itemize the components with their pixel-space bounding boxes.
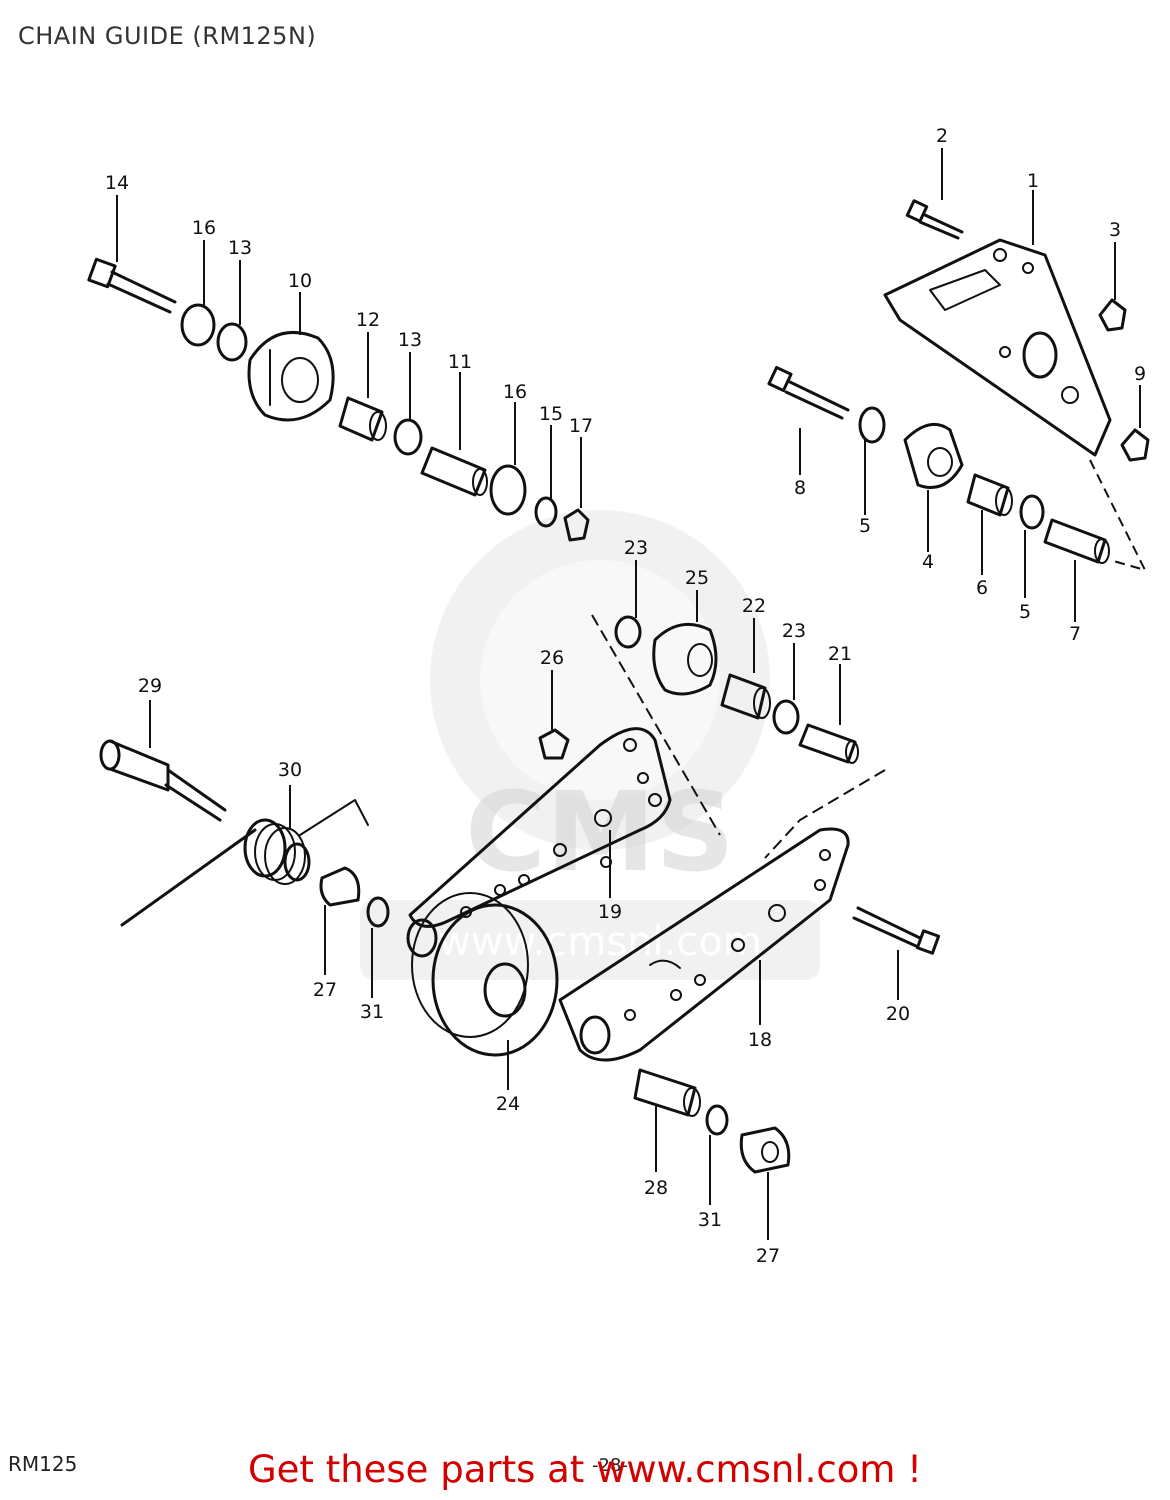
watermark-text: CMS <box>465 768 734 896</box>
callout-31b: 31 <box>698 1209 722 1231</box>
callout-31a: 31 <box>360 1001 384 1023</box>
model-code: RM125 <box>8 1452 78 1476</box>
part-bearing-13a <box>216 322 248 362</box>
callout-25: 25 <box>685 567 709 589</box>
callout-13b: 13 <box>398 329 422 351</box>
diagram-title: CHAIN GUIDE (RM125N) <box>18 22 317 50</box>
callout-27a: 27 <box>313 979 337 1001</box>
part-bolt-8 <box>767 365 850 420</box>
callout-5a: 5 <box>859 515 871 537</box>
part-ring-31a <box>366 896 390 928</box>
leader-dashed-upper-right <box>1089 459 1147 572</box>
callout-17: 17 <box>569 415 593 437</box>
part-spacer-21 <box>798 723 859 764</box>
callout-24: 24 <box>496 1093 520 1115</box>
part-washer-5a <box>858 406 886 444</box>
callout-3: 3 <box>1109 219 1121 241</box>
part-collar-12 <box>338 396 387 442</box>
part-bearing-23b <box>772 699 800 735</box>
part-roller-10 <box>247 330 335 422</box>
callout-30: 30 <box>278 759 302 781</box>
callout-7: 7 <box>1069 623 1081 645</box>
callout-16b: 16 <box>503 381 527 403</box>
callout-12: 12 <box>356 309 380 331</box>
part-washer-5b <box>1019 494 1045 530</box>
callout-leaders <box>116 148 1141 1240</box>
callout-16a: 16 <box>192 217 216 239</box>
callout-23b: 23 <box>782 620 806 642</box>
part-collar-6 <box>966 473 1013 517</box>
leader-dashed-middle <box>591 614 721 836</box>
callout-15: 15 <box>539 403 563 425</box>
callout-19: 19 <box>598 901 622 923</box>
part-arm-18 <box>558 827 850 1062</box>
callout-20: 20 <box>886 1003 910 1025</box>
callout-13a: 13 <box>228 237 252 259</box>
callout-labels: 1 2 3 4 5 5 6 7 8 9 10 11 12 13 13 14 15… <box>105 125 1146 1267</box>
callout-27b: 27 <box>756 1245 780 1267</box>
callout-10: 10 <box>288 270 312 292</box>
part-bolt-2 <box>905 199 964 240</box>
callout-21: 21 <box>828 643 852 665</box>
callout-1: 1 <box>1027 170 1039 192</box>
callout-2: 2 <box>936 125 948 147</box>
callout-23a: 23 <box>624 537 648 559</box>
callout-4: 4 <box>922 551 934 573</box>
part-ring-31b <box>705 1104 729 1136</box>
part-collar-27b <box>739 1126 791 1174</box>
part-spacer-7 <box>1043 518 1110 564</box>
part-bolt-14 <box>87 257 177 314</box>
part-washer-16a <box>180 303 216 347</box>
callout-29: 29 <box>138 675 162 697</box>
callout-22: 22 <box>742 595 766 617</box>
part-nut-9 <box>1120 428 1150 462</box>
part-bracket <box>883 238 1112 457</box>
callout-14: 14 <box>105 172 129 194</box>
part-arm-19 <box>406 727 672 958</box>
callout-9: 9 <box>1134 363 1146 385</box>
callout-6: 6 <box>976 577 988 599</box>
part-nut-17 <box>563 508 590 542</box>
part-collar-22 <box>720 673 771 720</box>
part-bearing-13b <box>393 418 423 456</box>
part-roller-4 <box>903 422 964 489</box>
callout-8: 8 <box>794 477 806 499</box>
part-collar-28 <box>633 1068 701 1117</box>
part-spring-30 <box>120 799 369 927</box>
part-roller-24 <box>411 892 559 1057</box>
callout-5b: 5 <box>1019 601 1031 623</box>
page-number: -28- <box>592 1455 628 1476</box>
part-bolt-20 <box>852 906 941 955</box>
part-spacer-11 <box>420 446 488 497</box>
callout-11: 11 <box>448 351 472 373</box>
watermark-subtext: www.cmsnl.com <box>438 919 762 965</box>
callout-28: 28 <box>644 1177 668 1199</box>
callout-26: 26 <box>540 647 564 669</box>
part-roller-25 <box>652 622 718 696</box>
part-nut-3 <box>1098 298 1127 332</box>
part-nut-26 <box>538 728 570 760</box>
part-bolt-29 <box>99 739 227 822</box>
part-bearing-23a <box>614 615 642 649</box>
part-washer-15 <box>534 496 558 528</box>
part-collar-27a <box>319 866 361 907</box>
part-washer-16b <box>489 464 527 516</box>
callout-18: 18 <box>748 1029 772 1051</box>
promo-link[interactable]: Get these parts at www.cmsnl.com ! <box>247 1448 922 1491</box>
watermark-logo: CMS www.cmsnl.com <box>360 510 820 980</box>
leader-dashed-middle-right <box>764 769 886 859</box>
